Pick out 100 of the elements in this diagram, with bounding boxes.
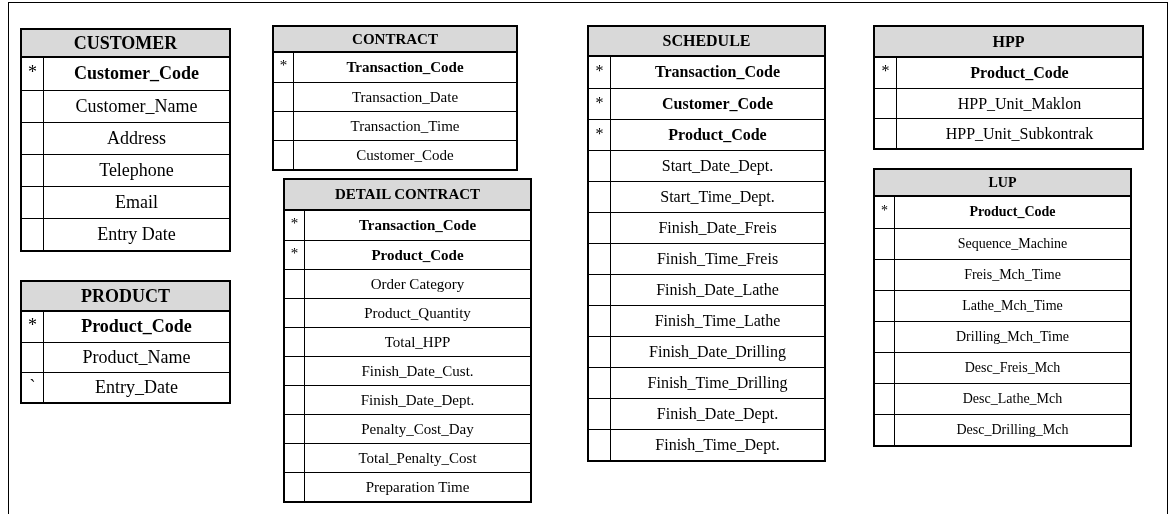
table-header: PRODUCT bbox=[22, 282, 229, 312]
key-field-name: Product_Code bbox=[969, 63, 1070, 83]
field-name: Finish_Date_Cust. bbox=[360, 362, 475, 381]
table-row bbox=[285, 269, 530, 298]
table-row bbox=[589, 274, 824, 305]
key-marker: * bbox=[594, 61, 605, 81]
table-row bbox=[875, 321, 1130, 352]
field-name: Telephone bbox=[98, 159, 175, 182]
key-field-name: Product_Code bbox=[968, 203, 1057, 221]
field-name: Penalty_Cost_Day bbox=[360, 420, 475, 439]
field-name: Finish_Time_Dept. bbox=[654, 435, 781, 456]
entity-table bbox=[873, 25, 1144, 150]
table-row bbox=[22, 342, 229, 372]
table-header: HPP bbox=[875, 27, 1142, 58]
table-row bbox=[875, 290, 1130, 321]
table-row bbox=[22, 154, 229, 186]
table-row bbox=[285, 356, 530, 385]
table-header: DETAIL CONTRACT bbox=[285, 180, 530, 211]
field-name: Finish_Date_Freis bbox=[657, 218, 778, 238]
table-row bbox=[589, 181, 824, 212]
field-name: Transaction_Time bbox=[349, 117, 461, 136]
entity-table bbox=[272, 25, 518, 171]
key-marker: * bbox=[880, 202, 889, 220]
table-row bbox=[875, 118, 1142, 148]
field-name: Finish_Date_Drilling bbox=[648, 342, 787, 363]
table-row bbox=[875, 383, 1130, 414]
field-name: Finish_Time_Freis bbox=[655, 249, 780, 269]
table-row bbox=[285, 414, 530, 443]
table-row bbox=[589, 119, 824, 150]
table-row bbox=[22, 186, 229, 218]
field-name: Freis_Mch_Time bbox=[963, 266, 1062, 284]
table-row bbox=[589, 367, 824, 398]
field-name: Start_Time_Dept. bbox=[659, 187, 776, 208]
table-row bbox=[285, 298, 530, 327]
table-row bbox=[22, 372, 229, 402]
field-name: Customer_Name bbox=[74, 95, 199, 118]
table-header: CUSTOMER bbox=[22, 30, 229, 58]
field-name: Order Category bbox=[369, 275, 466, 294]
table-row bbox=[875, 259, 1130, 290]
table-row bbox=[589, 336, 824, 367]
field-name: Finish_Time_Lathe bbox=[653, 311, 782, 331]
table-row bbox=[589, 150, 824, 181]
table-row bbox=[22, 218, 229, 250]
key-marker: * bbox=[27, 61, 38, 84]
table-row bbox=[875, 352, 1130, 383]
table-row bbox=[285, 240, 530, 269]
table-row bbox=[589, 243, 824, 274]
field-name: Preparation Time bbox=[364, 478, 471, 497]
table-row bbox=[589, 88, 824, 119]
field-name: Sequence_Machine bbox=[956, 235, 1069, 253]
field-name: Entry_Date bbox=[94, 376, 179, 399]
field-name: Transaction_Date bbox=[350, 88, 460, 107]
field-name: Entry Date bbox=[96, 223, 177, 246]
table-row bbox=[22, 122, 229, 154]
table-row bbox=[285, 472, 530, 501]
entity-table bbox=[20, 280, 231, 404]
table-row bbox=[285, 443, 530, 472]
table-row bbox=[274, 111, 516, 140]
table-row bbox=[589, 398, 824, 429]
entity-table bbox=[587, 25, 826, 462]
field-name: Address bbox=[106, 127, 167, 150]
key-marker: * bbox=[27, 314, 38, 337]
table-header: SCHEDULE bbox=[589, 27, 824, 57]
table-row bbox=[285, 327, 530, 356]
entity-table bbox=[283, 178, 532, 503]
key-field-name: Transaction_Code bbox=[345, 58, 465, 77]
table-row bbox=[875, 228, 1130, 259]
entity-table bbox=[20, 28, 231, 252]
key-marker: * bbox=[880, 61, 891, 81]
table-header: CONTRACT bbox=[274, 27, 516, 53]
field-name: Finish_Date_Lathe bbox=[655, 280, 780, 300]
field-name: Product_Quantity bbox=[363, 304, 472, 323]
table-row bbox=[589, 305, 824, 336]
field-name: Desc_Lathe_Mch bbox=[961, 390, 1064, 408]
key-marker: * bbox=[278, 56, 289, 75]
table-row bbox=[274, 82, 516, 111]
table-row bbox=[274, 140, 516, 169]
key-marker: * bbox=[594, 93, 605, 113]
field-name: HPP_Unit_Maklon bbox=[956, 94, 1083, 114]
field-name: Total_Penalty_Cost bbox=[357, 449, 478, 468]
field-name: Desc_Freis_Mch bbox=[963, 359, 1062, 377]
key-field-name: Product_Code bbox=[370, 246, 465, 265]
table-row bbox=[875, 88, 1142, 118]
field-name: Drilling_Mch_Time bbox=[954, 328, 1070, 346]
field-name: Product_Name bbox=[81, 346, 192, 369]
key-field-name: Transaction_Code bbox=[653, 62, 781, 82]
entity-table bbox=[873, 168, 1132, 447]
table-row bbox=[589, 212, 824, 243]
field-name: Start_Date_Dept. bbox=[660, 156, 775, 177]
key-marker: * bbox=[289, 214, 300, 233]
field-name: Finish_Time_Drilling bbox=[646, 373, 789, 394]
key-field-name: Product_Code bbox=[667, 125, 768, 145]
key-marker: ` bbox=[28, 375, 37, 398]
field-name: Finish_Date_Dept. bbox=[359, 391, 476, 410]
key-field-name: Customer_Code bbox=[660, 94, 775, 114]
field-name: Customer_Code bbox=[355, 146, 455, 165]
key-field-name: Transaction_Code bbox=[357, 216, 478, 235]
field-name: Finish_Date_Dept. bbox=[655, 404, 780, 425]
table-header: LUP bbox=[875, 170, 1130, 197]
key-marker: * bbox=[289, 244, 300, 263]
